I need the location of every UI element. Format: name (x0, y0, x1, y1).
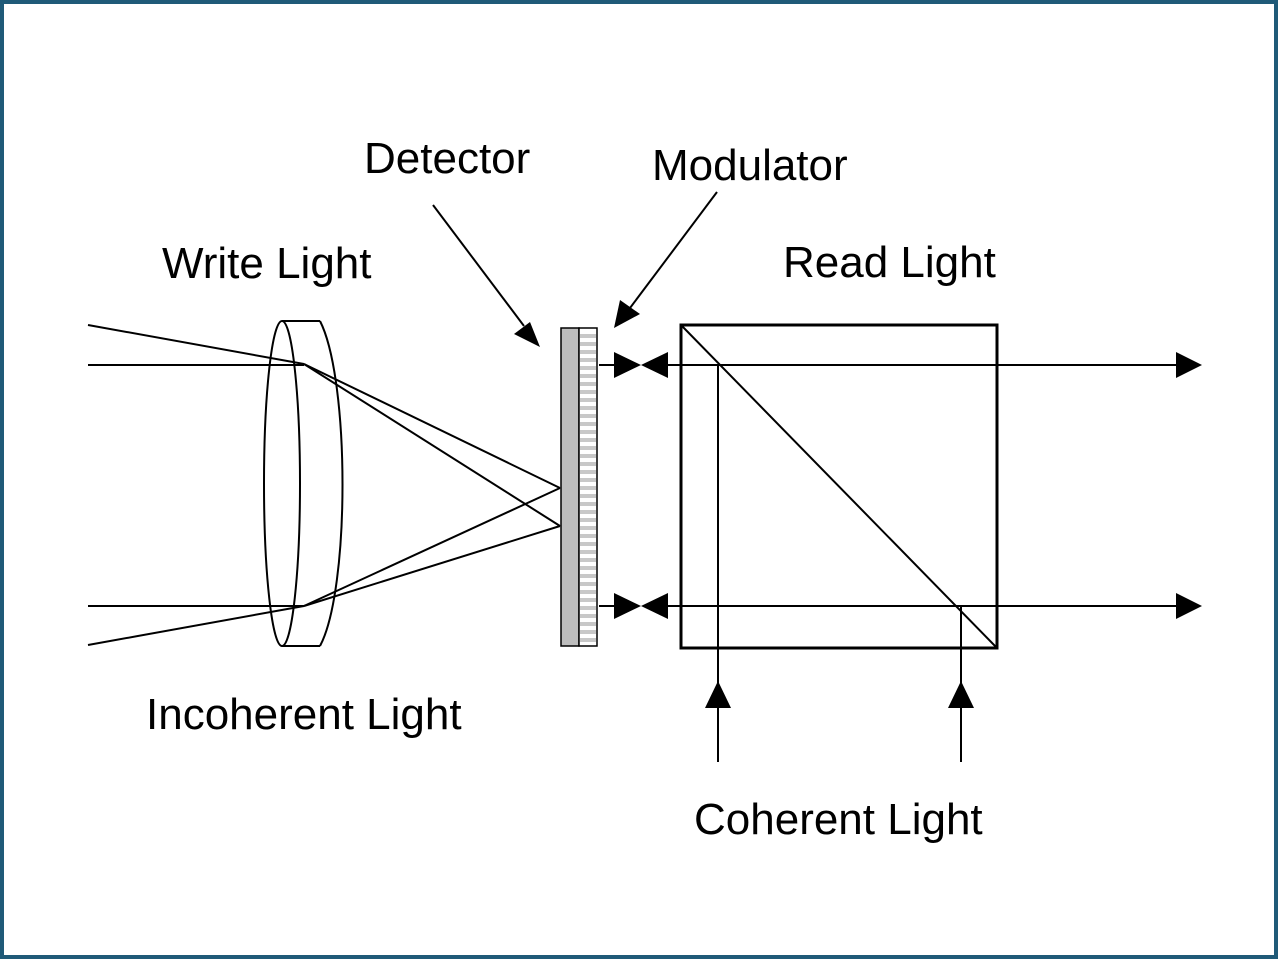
modulator-stripe (580, 350, 596, 354)
modulator-stripe (580, 486, 596, 490)
modulator-stripe (580, 550, 596, 554)
modulator-stripe (580, 526, 596, 530)
modulator-stripe (580, 414, 596, 418)
modulator-stripe (580, 438, 596, 442)
modulator-stripe (580, 366, 596, 370)
modulator-stripe (580, 518, 596, 522)
modulator-stripe (580, 422, 596, 426)
modulator-stripe (580, 590, 596, 594)
label-incoherent-light: Incoherent Light (146, 690, 462, 739)
modulator-stripe (580, 446, 596, 450)
coherent-light-input-right (948, 606, 974, 762)
modulator-stripe (580, 334, 596, 338)
read-path-marker-bottom (599, 593, 668, 619)
label-read-light: Read Light (783, 238, 996, 287)
modulator-stripe (580, 510, 596, 514)
modulator-pointer-arrow (614, 191, 718, 328)
modulator-stripe (580, 614, 596, 618)
modulator-stripe (580, 502, 596, 506)
detector (560, 327, 580, 647)
modulator-stripe (580, 382, 596, 386)
modulator-stripe (580, 406, 596, 410)
modulator-stripe (580, 558, 596, 562)
modulator-stripe (580, 574, 596, 578)
optical-diagram: Detector Modulator Write Light Read Ligh… (87, 134, 1202, 844)
modulator-stripe (580, 462, 596, 466)
modulator-stripe (580, 638, 596, 642)
detector-pointer-arrow (432, 204, 540, 347)
lens (263, 320, 344, 647)
modulator-stripe (580, 630, 596, 634)
modulator-stripe (580, 390, 596, 394)
modulator-stripe (580, 598, 596, 602)
modulator-pixel-stripes (580, 334, 596, 642)
modulator-stripe (580, 430, 596, 434)
modulator-stripe (580, 534, 596, 538)
modulator-stripe (580, 470, 596, 474)
modulator-stripe (580, 374, 596, 378)
read-light-output-bottom (668, 593, 1202, 619)
modulator-stripe (580, 606, 596, 610)
label-modulator: Modulator (652, 141, 848, 190)
modulator-stripe (580, 566, 596, 570)
read-light-output-top (668, 352, 1202, 378)
modulator-stripe (580, 454, 596, 458)
modulator-stripe (580, 342, 596, 346)
coherent-light-input-left (705, 365, 731, 762)
modulator-stripe (580, 478, 596, 482)
converging-rays (303, 363, 561, 607)
beam-splitter-cube (679, 323, 999, 650)
modulator-stripe (580, 398, 596, 402)
label-write-light: Write Light (162, 239, 372, 288)
read-path-marker-top (599, 352, 668, 378)
modulator-stripe (580, 358, 596, 362)
modulator-stripe (580, 542, 596, 546)
label-detector: Detector (364, 134, 530, 183)
modulator-stripe (580, 622, 596, 626)
label-coherent-light: Coherent Light (694, 795, 983, 844)
incoming-rays (87, 324, 305, 646)
modulator-stripe (580, 494, 596, 498)
modulator-stripe (580, 582, 596, 586)
